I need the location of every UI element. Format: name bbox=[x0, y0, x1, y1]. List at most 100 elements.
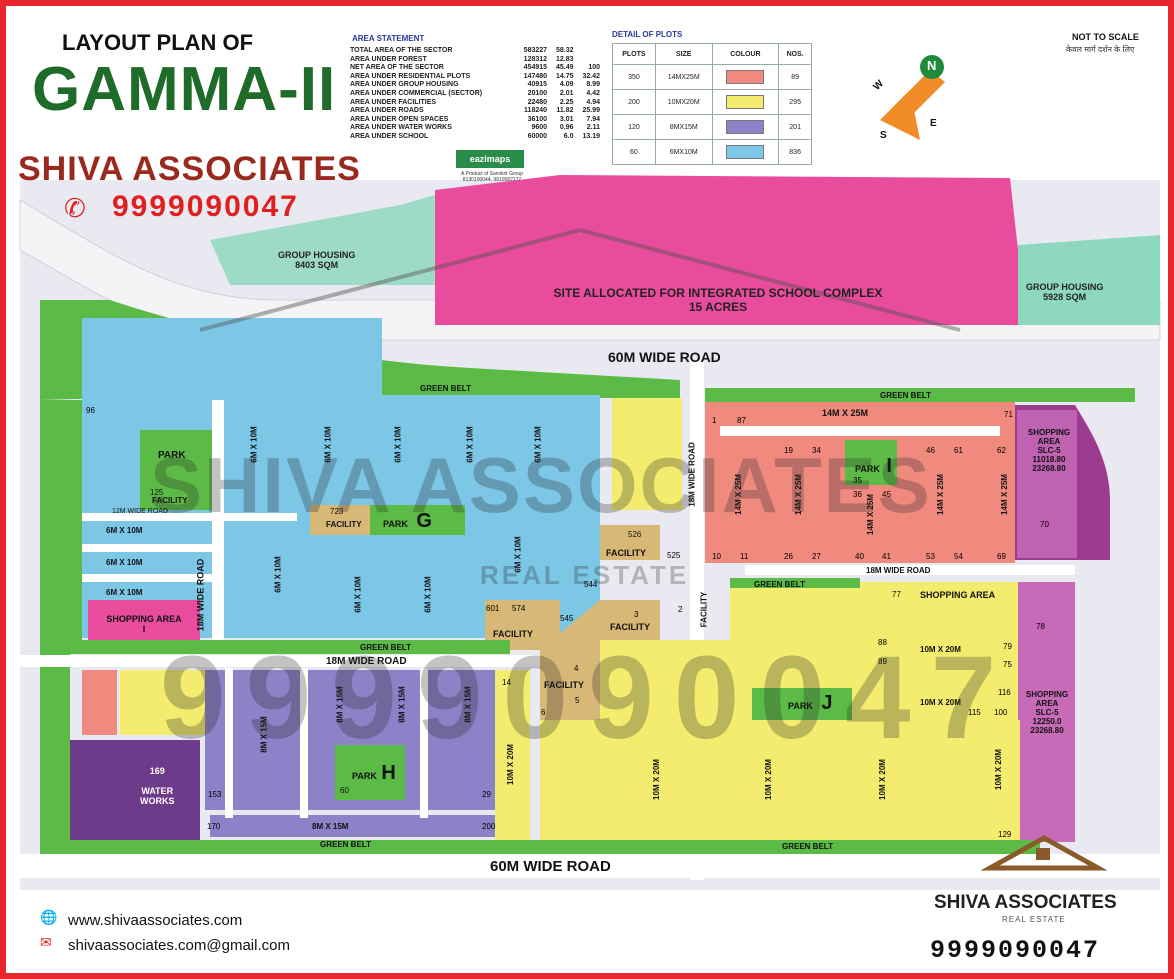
shopping-slc5-bottom-code: SLC-5 bbox=[1035, 708, 1059, 717]
school-area: 15 ACRES bbox=[688, 300, 748, 314]
shopping-slc5-top-label: SHOPPING AREA SLC-5 11018.80 23268.80 bbox=[1020, 428, 1078, 473]
plot-number-45: 45 bbox=[882, 490, 891, 499]
plot-size: 6MX10M bbox=[654, 139, 713, 165]
plot-number-115: 115 bbox=[968, 708, 981, 717]
area-statement-sqm: 118240 bbox=[524, 107, 548, 115]
yellow-plots-top-mid bbox=[612, 398, 682, 510]
park-h-number: 60 bbox=[340, 786, 349, 795]
facility-526-number: 526 bbox=[628, 530, 642, 539]
plot-number-71: 71 bbox=[1004, 410, 1013, 419]
park-j-text: PARK bbox=[788, 701, 813, 711]
plot-colour-swatch bbox=[726, 95, 765, 109]
title-line-1: LAYOUT PLAN OF bbox=[62, 30, 254, 55]
green-belt-mid bbox=[40, 640, 510, 654]
brand-name: SHIVA ASSOCIATES bbox=[18, 150, 361, 188]
shopping-slc5-bottom-name: SHOPPING AREA bbox=[1025, 690, 1069, 708]
facility-3-label: FACILITY bbox=[610, 622, 650, 632]
park-i-text: PARK bbox=[855, 464, 880, 474]
footer-logo-name: SHIVA ASSOCIATES bbox=[934, 892, 1117, 913]
school-site-area bbox=[435, 175, 1018, 325]
park-h-area bbox=[335, 745, 405, 800]
plot-colour bbox=[711, 139, 780, 165]
water-works-area bbox=[70, 740, 200, 840]
area-statement-sqm: 583227 bbox=[523, 47, 548, 54]
facility-4-area bbox=[540, 600, 600, 720]
plot-colour bbox=[711, 114, 780, 140]
plot-number-70: 70 bbox=[1040, 520, 1049, 529]
green-belt-right-mid bbox=[730, 578, 860, 588]
footer-phone[interactable]: 9999090047 bbox=[930, 936, 1101, 965]
block-label-6m-v8: 6M X 10M bbox=[423, 576, 433, 613]
plot-number-601: 601 bbox=[486, 604, 500, 613]
park-j-letter: J bbox=[821, 692, 833, 714]
plot-colour bbox=[711, 64, 780, 90]
eazimaps-logo: eazimaps bbox=[456, 150, 524, 168]
facility-center-label: FACILITY bbox=[493, 629, 533, 639]
shopping-slc5-bottom bbox=[1018, 582, 1075, 842]
area-statement-acres: 45.49 bbox=[555, 64, 574, 72]
website-link[interactable]: www.shivaassociates.com bbox=[68, 912, 243, 929]
green-belt-right-top bbox=[705, 388, 1135, 402]
area-statement-acres: 0.96 bbox=[559, 124, 574, 132]
compass-n: N bbox=[927, 58, 937, 73]
area-statement-label: AREA UNDER GROUP HOUSING bbox=[350, 81, 459, 89]
block-label-14m-v4: 14M X 25M bbox=[935, 474, 945, 515]
plot-number-62: 62 bbox=[997, 446, 1006, 455]
plot-number-41: 41 bbox=[882, 552, 891, 561]
email-link[interactable]: shivaassociates.com@gmail.com bbox=[68, 937, 290, 954]
facility-125-label: FACILITY bbox=[152, 496, 188, 505]
plot-number-61: 61 bbox=[954, 446, 963, 455]
block-label-6m-2: 6M X 10M bbox=[106, 558, 143, 567]
plot-number-3: 3 bbox=[634, 610, 639, 619]
mail-icon: ✉ bbox=[40, 935, 52, 951]
logo-house-icon bbox=[980, 835, 1108, 871]
area-statement-acres: 11.82 bbox=[556, 107, 574, 115]
area-statement-label: NET AREA OF THE SECTOR bbox=[350, 64, 444, 72]
park-i-label: PARK I bbox=[855, 455, 892, 478]
shopping-slc5-top-a1: 11018.80 bbox=[1032, 455, 1066, 464]
area-statement-sqm: 36100 bbox=[527, 115, 548, 123]
plot-number-2: 2 bbox=[678, 605, 683, 614]
area-statement-sqm: 128312 bbox=[523, 55, 548, 63]
park-j-label: PARK J bbox=[788, 692, 832, 715]
shopping-slc5-top-a2: 23268.80 bbox=[1032, 464, 1066, 473]
plot-nos: 201 bbox=[778, 114, 812, 140]
plot-count: 60 bbox=[612, 139, 656, 165]
plot-size: 8MX15M bbox=[654, 114, 713, 140]
green-belt-label-2: GREEN BELT bbox=[880, 391, 931, 400]
plot-header-nos: NOS. bbox=[778, 43, 812, 65]
plot-number-26: 26 bbox=[784, 552, 793, 561]
facility-4-label: FACILITY bbox=[544, 680, 584, 690]
park-h-label: PARK H bbox=[352, 762, 396, 785]
plot-number-544: 544 bbox=[584, 580, 598, 589]
plot-colour-swatch bbox=[726, 145, 765, 159]
plot-number-87: 87 bbox=[737, 416, 746, 425]
plot-nos: 295 bbox=[778, 89, 812, 115]
facility-526-area bbox=[600, 525, 660, 560]
plot-header-size: SIZE bbox=[654, 43, 713, 65]
area-statement-sqm: 22480 bbox=[527, 98, 548, 106]
group-housing-right-label: GROUP HOUSING 5928 SQM bbox=[1026, 282, 1103, 302]
area-statement-label: AREA UNDER SCHOOL bbox=[350, 132, 429, 140]
phone-number[interactable]: 9999090047 bbox=[112, 190, 299, 223]
area-statement-label: TOTAL AREA OF THE SECTOR bbox=[350, 47, 453, 54]
plot-number-27: 27 bbox=[812, 552, 821, 561]
area-statement-pct bbox=[576, 56, 603, 65]
plot-count: 200 bbox=[612, 89, 656, 115]
area-statement-pct: 2.11 bbox=[586, 124, 600, 132]
water-works-name-2: WORKS bbox=[140, 796, 175, 806]
shopping-77-label: SHOPPING AREA bbox=[920, 590, 996, 600]
school-name: SITE ALLOCATED FOR INTEGRATED SCHOOL COM… bbox=[553, 286, 883, 300]
road-60m-bottom-label: 60M WIDE ROAD bbox=[490, 858, 611, 875]
plot-number-75: 75 bbox=[1003, 660, 1012, 669]
